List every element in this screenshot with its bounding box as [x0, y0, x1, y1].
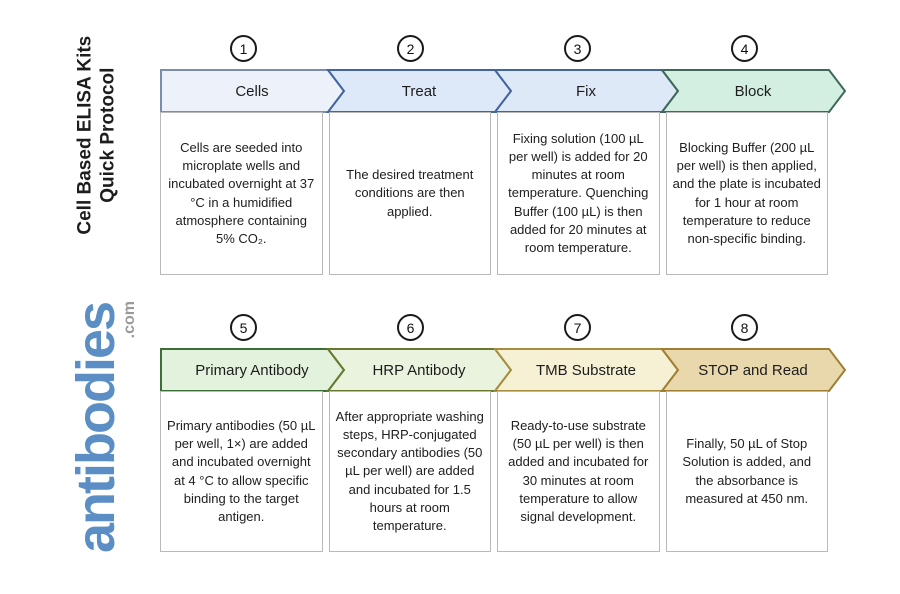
step-number-circle-6: 6: [397, 314, 424, 341]
arrow-banner-row-2: Primary Antibody HRP Antibody TMB Substr…: [160, 348, 862, 392]
description-box-fix: Fixing solution (100 µL per well) is add…: [497, 112, 660, 275]
arrow-label-tmb-substrate: TMB Substrate: [536, 362, 636, 379]
step-number-1: 1: [239, 40, 248, 57]
description-text-stop-and-read: Finally, 50 µL of Stop Solution is added…: [682, 436, 812, 506]
arrow-shape-block: [659, 69, 847, 113]
logo-domain-suffix: .com: [121, 300, 138, 339]
step-number-circle-2: 2: [397, 35, 424, 62]
step-number-8: 8: [740, 319, 749, 336]
brand-logo: antibodies .com: [46, 272, 146, 584]
step-number-circle-4: 4: [731, 35, 758, 62]
step-number-3: 3: [573, 40, 582, 57]
arrow-label-cells: Cells: [235, 83, 268, 100]
description-text-tmb-substrate: Ready-to-use substrate (50 µL per well) …: [508, 417, 649, 524]
description-text-treat: The desired treatment conditions are the…: [346, 167, 474, 219]
arrow-label-stop-and-read: STOP and Read: [698, 362, 808, 379]
description-text-cells: Cells are seeded into microplate wells a…: [168, 139, 315, 246]
arrow-label-primary-antibody: Primary Antibody: [195, 362, 309, 379]
arrow-label-fix: Fix: [576, 83, 596, 100]
title-line-2: Quick Protocol: [97, 67, 119, 203]
vertical-title-text: Cell Based ELISA Kits Quick Protocol: [73, 36, 119, 235]
description-text-hrp-antibody: After appropriate washing steps, HRP-con…: [335, 408, 484, 533]
step-number-circle-7: 7: [564, 314, 591, 341]
description-text-fix: Fixing solution (100 µL per well) is add…: [508, 130, 649, 255]
description-box-treat: The desired treatment conditions are the…: [328, 112, 491, 275]
description-box-stop-and-read: Finally, 50 µL of Stop Solution is added…: [665, 391, 828, 552]
description-row-2: Primary antibodies (50 µL per well, 1×) …: [160, 391, 828, 552]
arrow-label-block: Block: [735, 83, 772, 100]
arrow-row-2-svg: Primary Antibody HRP Antibody TMB Substr…: [160, 348, 847, 392]
arrow-label-treat: Treat: [402, 83, 437, 100]
step-number-circle-3: 3: [564, 35, 591, 62]
arrow-row-1-svg: Cells Treat Fix Block: [160, 69, 847, 113]
description-box-hrp-antibody: After appropriate washing steps, HRP-con…: [328, 391, 491, 552]
description-text-block: Blocking Buffer (200 µL per well) is the…: [672, 139, 821, 246]
title-line-1: Cell Based ELISA Kits: [73, 35, 95, 235]
step-number-2: 2: [406, 40, 415, 57]
step-number-7: 7: [573, 319, 582, 336]
description-box-primary-antibody: Primary antibodies (50 µL per well, 1×) …: [160, 391, 323, 552]
brand-logo-text: antibodies .com: [66, 301, 138, 554]
description-box-block: Blocking Buffer (200 µL per well) is the…: [665, 112, 828, 275]
step-number-5: 5: [239, 319, 248, 336]
logo-wordmark: antibodies: [66, 302, 126, 554]
step-number-circle-1: 1: [230, 35, 257, 62]
description-box-cells: Cells are seeded into microplate wells a…: [160, 112, 323, 275]
vertical-title: Cell Based ELISA Kits Quick Protocol: [56, 28, 136, 242]
step-number-circle-5: 5: [230, 314, 257, 341]
description-text-primary-antibody: Primary antibodies (50 µL per well, 1×) …: [167, 417, 316, 524]
step-number-4: 4: [740, 40, 749, 57]
description-box-tmb-substrate: Ready-to-use substrate (50 µL per well) …: [497, 391, 660, 552]
step-number-circle-8: 8: [731, 314, 758, 341]
arrow-label-hrp-antibody: HRP Antibody: [372, 362, 466, 379]
arrow-banner-row-1: Cells Treat Fix Block: [160, 69, 862, 113]
arrow-shape-stop-and-read: [659, 348, 847, 392]
step-number-6: 6: [406, 319, 415, 336]
description-row-1: Cells are seeded into microplate wells a…: [160, 112, 828, 275]
